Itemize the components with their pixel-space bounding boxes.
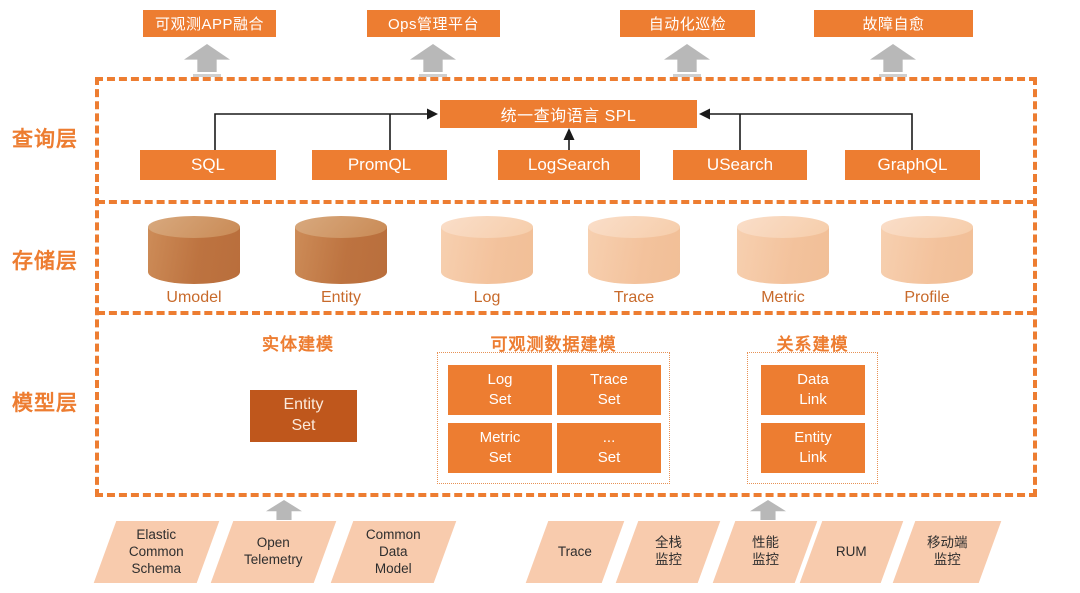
cylinder-top (295, 216, 387, 238)
query-engine-box-sql: SQL (140, 150, 276, 180)
entity-set-box: Entity Set (250, 390, 357, 442)
up-arrow-icon (664, 44, 710, 72)
unified-query-spl-box: 统一查询语言 SPL (440, 100, 697, 128)
up-arrow-icon (184, 44, 230, 72)
storage-cylinder-log: Log (441, 216, 533, 311)
source-trace: Trace (525, 521, 625, 583)
arrow-base-line (193, 74, 221, 77)
cylinder-top (737, 216, 829, 238)
source-common-data-model: Common Data Model (330, 521, 457, 583)
trace-set-box: Trace Set (557, 365, 661, 415)
log-set-box: Log Set (448, 365, 552, 415)
cylinder-label: Metric (761, 289, 805, 306)
observable-data-modeling-title: 可观测数据建模 (490, 335, 617, 354)
arrow-base-line (673, 74, 701, 77)
cylinder-label: Profile (904, 289, 950, 306)
entity-modeling-title: 实体建模 (262, 335, 334, 354)
source-label: 移动端 监控 (926, 535, 968, 567)
source-label: Elastic Common Schema (129, 526, 184, 576)
metric-set-box: Metric Set (448, 423, 552, 473)
cylinder-top (881, 216, 973, 238)
query-engine-box-logsearch: LogSearch (498, 150, 640, 180)
arrow-base-line (879, 74, 907, 77)
cylinder-label: Umodel (166, 289, 222, 306)
source-open-telemetry: Open Telemetry (210, 521, 337, 583)
arrow-base-line (419, 74, 447, 77)
model-layer-label: 模型层 (12, 392, 78, 415)
source-label: RUM (836, 543, 867, 559)
layers-dashed-frame (95, 77, 1037, 497)
cylinder-label: Trace (613, 289, 655, 306)
storage-cylinder-trace: Trace (588, 216, 680, 311)
source-elastic-common-schema: Elastic Common Schema (93, 521, 220, 583)
top-app-box-auto-inspection: 自动化巡检 (620, 10, 755, 37)
source-label: Common Data Model (366, 526, 421, 576)
storage-cylinder-metric: Metric (737, 216, 829, 311)
query-engine-box-usearch: USearch (673, 150, 807, 180)
query-engine-box-graphql: GraphQL (845, 150, 980, 180)
cylinder-label: Entity (320, 289, 361, 306)
source-label: Trace (557, 543, 592, 559)
source-fullstack-monitoring: 全栈 监控 (615, 521, 721, 583)
up-arrow-icon (870, 44, 916, 72)
relation-modeling-title: 关系建模 (776, 335, 849, 354)
storage-model-divider (97, 311, 1035, 315)
entity-link-box: Entity Link (761, 423, 865, 473)
cylinder-top (588, 216, 680, 238)
source-performance-monitoring: 性能 监控 (712, 521, 818, 583)
up-arrow-icon (410, 44, 456, 72)
up-arrow-icon (266, 500, 302, 520)
source-rum: RUM (799, 521, 904, 583)
storage-layer-label: 存储层 (12, 250, 78, 273)
query-engine-box-promql: PromQL (312, 150, 447, 180)
source-label: Open Telemetry (244, 535, 303, 567)
cylinder-top (441, 216, 533, 238)
top-app-box-fault-self-healing: 故障自愈 (814, 10, 973, 37)
cylinder-label: Log (473, 289, 501, 306)
source-label: 全栈 监控 (654, 535, 682, 567)
relation-modeling-group: Data Link Entity Link (747, 352, 878, 484)
top-app-box-observability-app-fusion: 可观测APP融合 (143, 10, 276, 37)
storage-cylinder-profile: Profile (881, 216, 973, 311)
data-link-box: Data Link (761, 365, 865, 415)
observable-data-modeling-group: Log Set Trace Set Metric Set ... Set (437, 352, 670, 484)
more-set-box: ... Set (557, 423, 661, 473)
up-arrow-icon (750, 500, 786, 520)
storage-cylinder-entity: Entity (295, 216, 387, 311)
top-app-box-ops-platform: Ops管理平台 (367, 10, 500, 37)
storage-cylinder-umodel: Umodel (148, 216, 240, 311)
source-mobile-monitoring: 移动端 监控 (892, 521, 1002, 583)
query-storage-divider (97, 200, 1035, 204)
source-label: 性能 监控 (751, 535, 779, 567)
query-layer-label: 查询层 (12, 128, 78, 151)
cylinder-top (148, 216, 240, 238)
